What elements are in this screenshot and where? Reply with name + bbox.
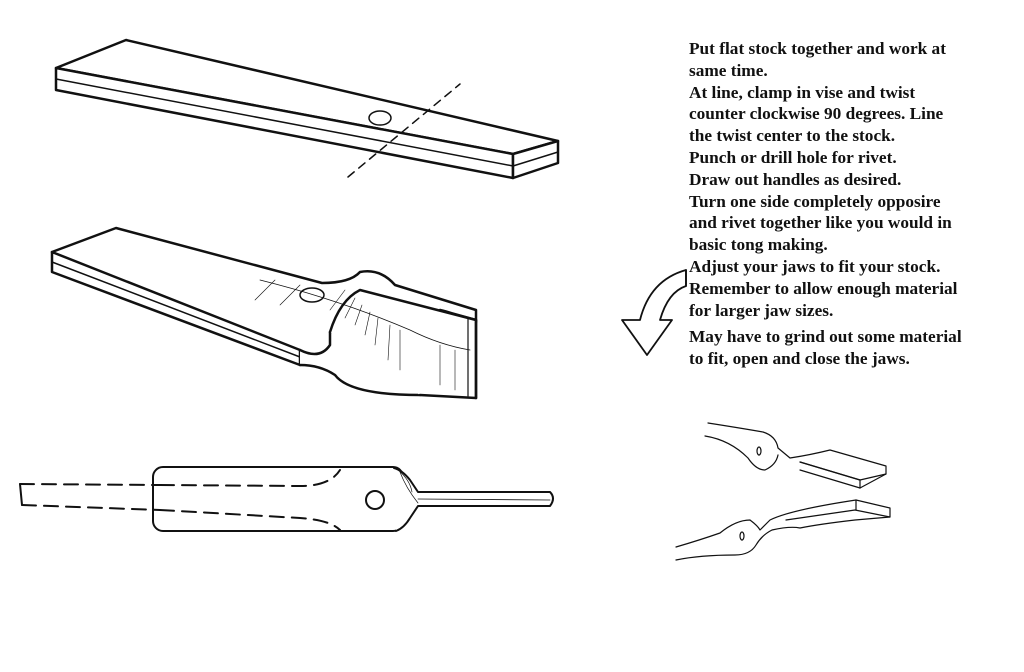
instruction-line: counter clockwise 90 degrees. Line	[689, 104, 944, 124]
handle-side-view-figure	[19, 466, 554, 532]
note-line: May have to grind out some material	[689, 327, 962, 347]
instruction-line: Put flat stock together and work at	[689, 39, 946, 58]
instructions-text: Put flat stock together and work at same…	[689, 38, 1024, 370]
instruction-line: same time.	[689, 60, 768, 80]
twisted-stock-figure	[50, 226, 478, 400]
counter-clockwise-arrow-icon	[621, 269, 687, 356]
instruction-line: Adjust your jaws to fit your stock.	[689, 256, 941, 276]
instruction-line: basic tong making.	[689, 235, 828, 255]
flat-stock-figure	[54, 38, 560, 180]
instruction-line: Turn one side completely opposire	[689, 191, 941, 211]
instruction-line: for larger jaw sizes.	[689, 300, 834, 320]
instruction-line: Punch or drill hole for rivet.	[689, 147, 897, 167]
instruction-line: Remember to allow enough material	[689, 278, 958, 298]
instruction-line: the twist center to the stock.	[689, 126, 896, 146]
instruction-line: Draw out handles as desired.	[689, 169, 902, 189]
note-line: to fit, open and close the jaws.	[689, 349, 910, 369]
instruction-line: and rivet together like you would in	[689, 213, 952, 233]
instruction-line: At line, clamp in vise and twist	[689, 82, 916, 102]
finished-tongs-figure	[675, 422, 891, 561]
